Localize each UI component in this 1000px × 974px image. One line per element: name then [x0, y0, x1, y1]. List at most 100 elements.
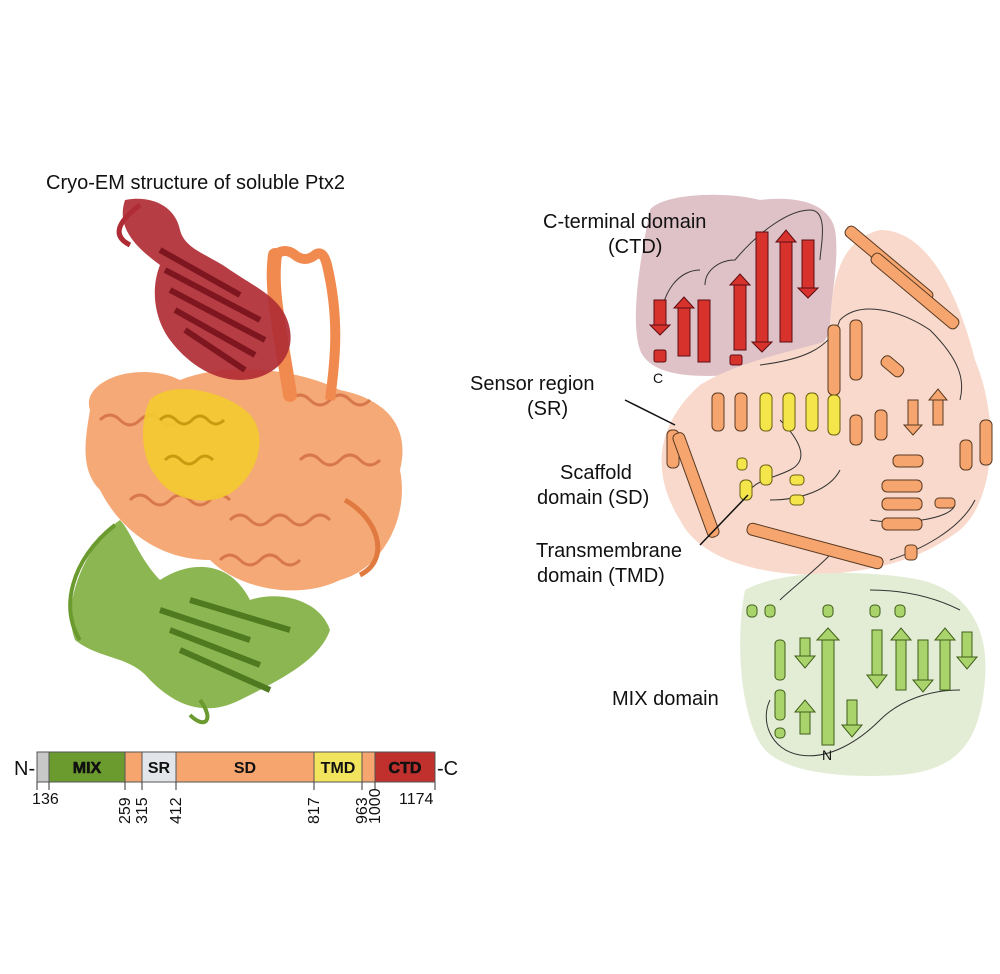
bar-position-label: 817: [306, 797, 323, 824]
mix-strand: [846, 699, 858, 726]
sd-helix: [827, 324, 841, 396]
sd-helix: [874, 409, 888, 441]
sd-label-line2: domain (SD): [537, 487, 649, 509]
mix-strands: [159, 597, 291, 693]
n-terminus-label: N: [822, 747, 832, 763]
ctd-strand-arrowhead: [750, 341, 774, 353]
ribbon-structure: [68, 198, 403, 725]
bar-segment-label: MIX: [73, 760, 102, 777]
bar-position-label: 259: [117, 797, 134, 824]
ctd-strand-arrowhead: [648, 324, 672, 336]
sd-helix: [881, 479, 923, 493]
tmd-ribbon: [143, 389, 260, 501]
bar-c-terminus: -C: [437, 758, 458, 780]
mix-helix: [869, 604, 881, 618]
bar-position-label: 1000: [367, 788, 384, 824]
sd-helix-long: [672, 432, 720, 538]
mix-strand-arrowhead: [793, 655, 817, 669]
sd-helix: [979, 419, 993, 466]
tmd-helix: [759, 392, 773, 432]
tmd-helix: [805, 392, 819, 432]
ctd-label-line2: (CTD): [608, 236, 662, 258]
tmd-helix: [739, 479, 753, 501]
mix-helix: [774, 639, 786, 681]
bar-position-label: 412: [168, 797, 185, 824]
tmd-helix-short: [736, 457, 748, 471]
tmd-helix: [759, 464, 773, 486]
ctd-strand: [733, 284, 747, 351]
sd-helix: [880, 355, 905, 378]
bar-segment: [36, 751, 50, 783]
mix-strand-arrowhead: [955, 656, 979, 670]
ctd-strand: [801, 239, 815, 289]
mix-helix: [746, 604, 758, 618]
tmd-label-line2: domain (TMD): [537, 565, 665, 587]
mix-strand: [939, 639, 951, 691]
tmd-label-line1: Transmembrane: [536, 540, 682, 562]
ctd-strands: [158, 247, 267, 373]
ctd-sse: [648, 229, 820, 366]
sd-strand-arrowhead: [902, 424, 924, 436]
tmd-sse: [736, 392, 841, 506]
ctd-strand: [755, 231, 769, 343]
bar-segment-label: SR: [148, 760, 171, 777]
structure-title: Cryo-EM structure of soluble Ptx2: [46, 172, 345, 194]
bar-segment: [361, 751, 376, 783]
mix-strand: [799, 637, 811, 657]
c-terminus-label: C: [653, 370, 663, 386]
tmd-helix: [782, 392, 796, 432]
mix-sse: [746, 604, 979, 746]
sd-helix: [904, 544, 918, 561]
mix-strand-arrowhead: [933, 627, 957, 641]
bar-segment-label: TMD: [321, 760, 356, 777]
ctd-strand-arrowhead: [672, 296, 696, 309]
ctd-strand-arrowhead: [774, 229, 798, 243]
sr-label-line2: (SR): [527, 398, 568, 420]
mix-ribbon-body: [71, 520, 331, 709]
sd-strand-arrowhead: [927, 388, 949, 401]
ctd-label-line1: C-terminal domain: [543, 211, 706, 233]
bar-segment: [48, 751, 126, 783]
sr-pointer: [624, 399, 676, 426]
sd-helix: [881, 497, 923, 511]
sd-helix: [959, 439, 973, 471]
bar-position-label: 315: [134, 797, 151, 824]
mix-strand: [961, 631, 973, 658]
sd-helix-long: [746, 522, 884, 570]
mix-strand: [799, 711, 811, 735]
mix-strand-arrowhead: [815, 627, 841, 641]
sr-label-line1: Sensor region: [470, 373, 595, 395]
ctd-strand: [697, 299, 711, 363]
sd-strand: [907, 399, 919, 426]
ctd-loop: [116, 203, 142, 248]
ctd-strand-arrowhead: [728, 273, 752, 286]
ctd-c-terminus-box: [653, 349, 667, 363]
bar-position-label: 963: [354, 797, 371, 824]
bar-position-label: 36: [41, 791, 59, 808]
bar-segment: [124, 751, 143, 783]
ctd-small-helix: [729, 354, 743, 366]
sd-strands: [902, 388, 949, 436]
mix-helix: [822, 604, 834, 618]
ctd-strand: [779, 241, 793, 343]
bar-segment-label: SD: [234, 760, 256, 777]
tmd-pointer: [699, 494, 749, 546]
sd-helix: [849, 414, 863, 446]
mix-loop-bottom: [188, 698, 210, 725]
sd-helix: [711, 392, 725, 432]
mix-strand: [871, 629, 883, 676]
mix-strand: [895, 639, 907, 691]
sd-helix: [849, 319, 863, 381]
tmd-helix-short: [789, 494, 805, 506]
mix-label: MIX domain: [612, 688, 719, 710]
mix-strand-arrowhead: [911, 679, 935, 693]
sd-sse: [666, 225, 993, 570]
tmd-helix: [827, 394, 841, 436]
sd-helix: [892, 454, 924, 468]
bar-segment: [313, 751, 363, 783]
ctd-ribbon: [116, 198, 291, 380]
